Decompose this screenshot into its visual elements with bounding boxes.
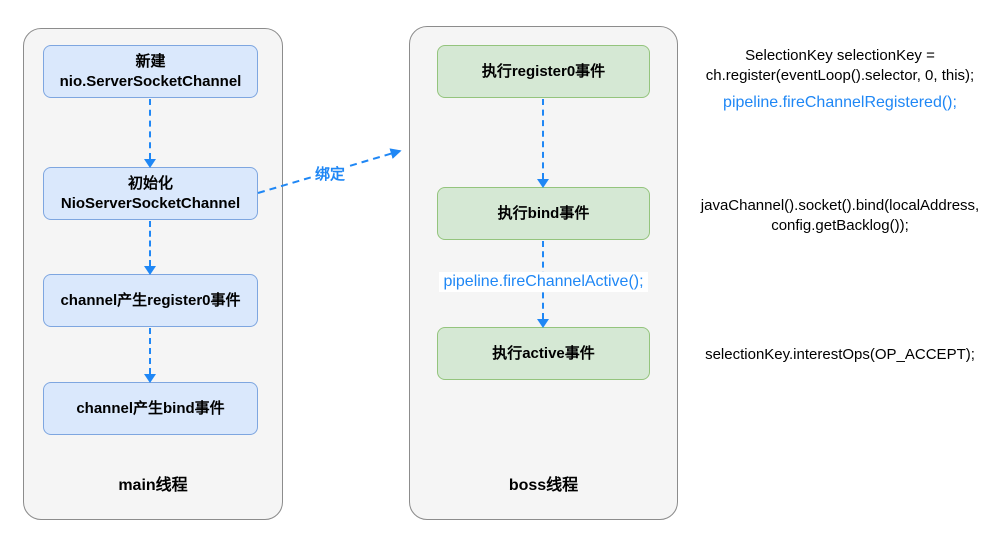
down-arrow-icon (144, 266, 156, 275)
flow-arrow-line (149, 328, 151, 374)
node-channel-register0-event: channel产生register0事件 (43, 274, 258, 327)
main-lane-label: main线程 (118, 477, 188, 494)
inline-code-text: pipeline.fireChannelActive(); (439, 272, 648, 292)
flow-arrow-line (149, 99, 151, 159)
annotation-interestops-code: selectionKey.interestOps(OP_ACCEPT); (705, 346, 975, 363)
bind-arrow-label: 绑定 (313, 163, 348, 184)
node-channel-bind-event: channel产生bind事件 (43, 382, 258, 435)
flow-arrow-line (542, 99, 544, 179)
annotation-register-code: SelectionKey selectionKey = ch.register(… (705, 47, 975, 84)
down-arrow-icon (537, 179, 549, 188)
flow-arrow-line (149, 221, 151, 266)
down-arrow-icon (144, 374, 156, 383)
boss-lane-label: boss线程 (508, 477, 579, 494)
node-exec-register0-event: 执行register0事件 (437, 45, 650, 98)
annotation-bind-code: javaChannel().socket().bind(localAddress… (700, 197, 980, 234)
down-arrow-icon (144, 159, 156, 168)
node-exec-bind-event: 执行bind事件 (437, 187, 650, 240)
node-create-serversocketchannel: 新建 nio.ServerSocketChannel (43, 45, 258, 98)
node-init-nioserversocketchannel: 初始化 NioServerSocketChannel (43, 167, 258, 220)
inline-code-firechannelactive: pipeline.fireChannelActive(); (409, 272, 678, 292)
node-exec-active-event: 执行active事件 (437, 327, 650, 380)
down-arrow-icon (537, 319, 549, 328)
annotation-firechannelregistered-code: pipeline.fireChannelRegistered(); (723, 94, 957, 111)
